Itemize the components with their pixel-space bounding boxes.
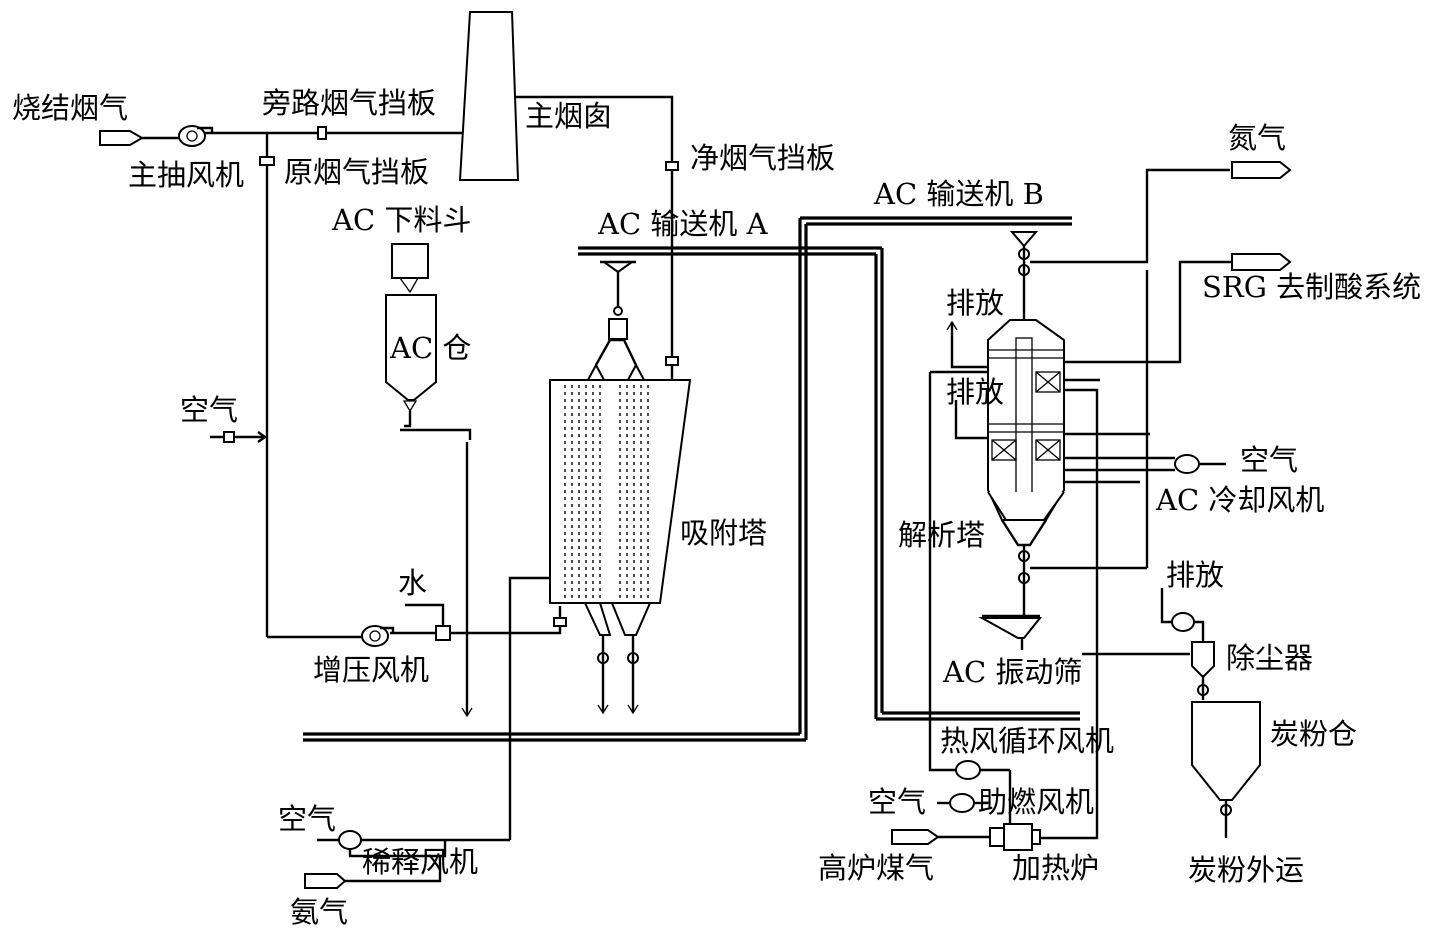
label-bypass-damper: 旁路烟气挡板	[262, 86, 436, 120]
label-vent-3: 排放	[1166, 558, 1224, 592]
ac-hopper-symbol	[391, 243, 429, 294]
tower-inlet-damper	[553, 617, 567, 627]
ac-conveyor-a-symbol	[578, 246, 1080, 721]
label-blast-furnace-gas: 高炉煤气	[818, 851, 934, 885]
clean-gas-damper-2	[665, 356, 679, 366]
label-carbon-powder-bin: 炭粉仓	[1270, 717, 1357, 751]
label-heating-furnace: 加热炉	[1012, 851, 1099, 885]
ammonia-injection-duct	[508, 576, 555, 840]
label-ac-hopper: AC 下料斗	[331, 203, 471, 237]
water-mixer	[435, 625, 451, 641]
label-dust-collector: 除尘器	[1226, 641, 1313, 675]
cooling-air-lines	[1030, 270, 1175, 570]
label-ac-cooling-fan: AC 冷却风机	[1155, 483, 1324, 517]
dust-collector-symbol	[1160, 588, 1215, 700]
carbon-powder-bin-symbol	[1191, 701, 1261, 838]
bypass-damper-symbol	[317, 126, 327, 140]
ammonia-inlet	[304, 856, 442, 889]
label-desorption-tower: 解析塔	[898, 518, 985, 552]
air-inlet-left	[210, 431, 268, 443]
label-ac-bin: AC 仓	[389, 331, 471, 365]
tower-inlet-duct	[450, 606, 562, 635]
srg-line	[1064, 260, 1232, 364]
label-vent-2: 排放	[946, 375, 1004, 409]
label-ac-screen: AC 振动筛	[942, 655, 1082, 689]
vent-line-1	[950, 322, 988, 369]
vent-arrow-1	[946, 320, 958, 331]
hot-air-fan-symbol	[955, 760, 1012, 830]
clean-gas-duct	[515, 95, 674, 380]
ac-conveyor-b-symbol	[303, 216, 1072, 742]
label-air-dilution: 空气	[278, 802, 336, 836]
combustion-fan-symbol	[937, 793, 988, 813]
label-sinter-flue-gas: 烧结烟气	[12, 91, 128, 125]
nitrogen-inlet	[1231, 161, 1292, 179]
hot-air-loop	[928, 372, 956, 772]
blast-furnace-gas-inlet	[891, 829, 990, 845]
label-vent-1: 排放	[946, 286, 1004, 320]
ac-bin-symbol	[385, 294, 473, 718]
hot-air-supply	[1040, 388, 1099, 840]
adsorption-tower-symbol	[549, 260, 692, 715]
sinter-gas-inlet	[99, 130, 180, 146]
label-air-combustion: 空气	[868, 785, 926, 819]
label-booster-fan: 增压风机	[313, 653, 429, 687]
label-main-exhaust-fan: 主抽风机	[128, 158, 244, 192]
label-carbon-export: 炭粉外运	[1188, 853, 1304, 887]
srg-outlet	[1231, 253, 1292, 271]
ac-cooling-fan-symbol	[1174, 454, 1226, 474]
water-line	[405, 603, 445, 626]
clean-gas-damper-symbol	[665, 161, 679, 171]
main-chimney-symbol	[458, 11, 520, 181]
label-combustion-fan: 助燃风机	[978, 785, 1094, 819]
label-air-cooling: 空气	[1240, 443, 1298, 477]
label-nitrogen: 氮气	[1228, 121, 1286, 155]
raw-gas-damper-symbol	[259, 156, 275, 166]
label-raw-gas-damper: 原烟气挡板	[284, 155, 429, 189]
label-main-chimney: 主烟囱	[525, 99, 612, 133]
label-air-left: 空气	[180, 393, 238, 427]
main-exhaust-fan-symbol	[178, 125, 214, 147]
desorption-tower-symbol	[987, 231, 1065, 615]
booster-fan-symbol	[361, 625, 395, 647]
nitrogen-line	[1030, 168, 1230, 264]
ac-screen-symbol	[978, 614, 1043, 650]
label-dilution-fan: 稀释风机	[362, 845, 478, 879]
label-ac-conveyor-a: AC 输送机 A	[597, 207, 769, 241]
label-srg: SRG 去制酸系统	[1202, 270, 1421, 304]
heating-furnace-symbol	[989, 823, 1041, 851]
label-hot-air-fan: 热风循环风机	[940, 724, 1114, 758]
label-water: 水	[398, 566, 427, 600]
label-ac-conveyor-b: AC 输送机 B	[873, 177, 1044, 211]
label-clean-gas-damper: 净烟气挡板	[690, 141, 835, 175]
label-adsorption-tower: 吸附塔	[680, 516, 767, 550]
dilution-fan-symbol	[338, 830, 510, 858]
vent-line-2	[954, 400, 988, 440]
label-ammonia: 氨气	[290, 895, 348, 929]
